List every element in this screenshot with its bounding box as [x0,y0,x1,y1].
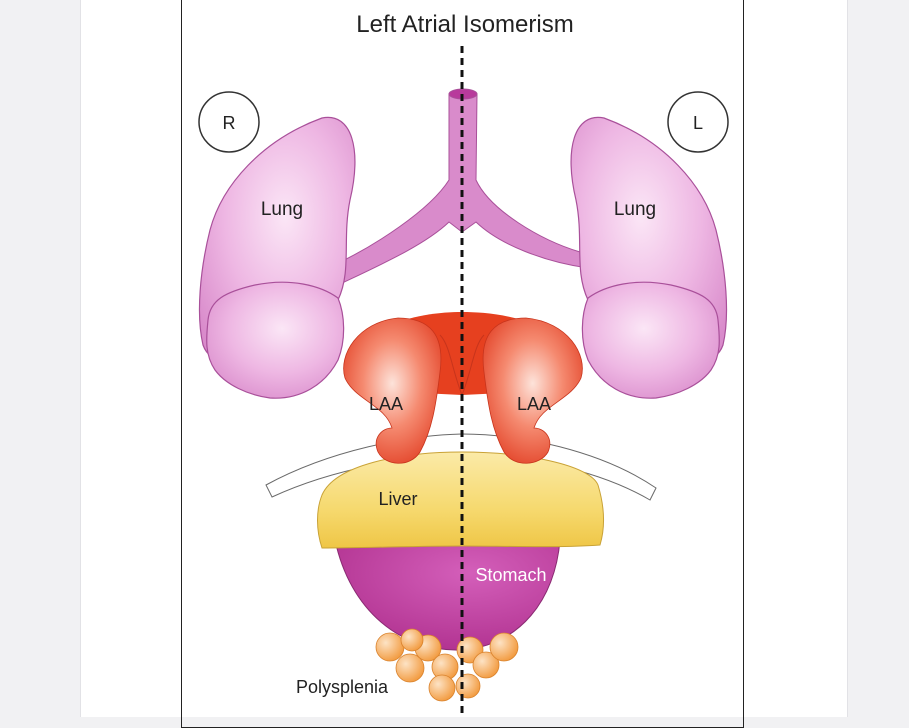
spleen-nodule [428,674,456,702]
polysplenia [375,628,519,702]
polysplenia-label: Polysplenia [296,677,389,697]
spleen-nodule [472,651,500,679]
spleen-nodule [455,673,481,699]
left-side-marker: L [667,91,729,153]
left-laa-label: LAA [517,394,551,414]
spleen-nodule [375,632,405,662]
right-lung-label: Lung [261,199,303,220]
left-sided-laa [482,317,583,464]
spleen-nodule [400,628,424,652]
right-side-marker: R [198,91,260,153]
liver [317,451,605,549]
liver-label: Liver [378,489,417,509]
left-lung [570,116,728,399]
atria [343,312,583,464]
stomach [334,539,561,651]
spleen-nodule [395,653,425,683]
right-sided-laa [343,317,442,464]
diagram-title: Left Atrial Isomerism [356,11,573,38]
right-lung [198,116,356,399]
stomach-label: Stomach [475,565,546,585]
airway [331,88,589,286]
spleen-nodule [489,632,519,662]
left-lung-label: Lung [614,199,656,220]
right-marker-label: R [223,113,236,133]
left-marker-label: L [693,113,703,133]
right-laa-label: LAA [369,394,403,414]
